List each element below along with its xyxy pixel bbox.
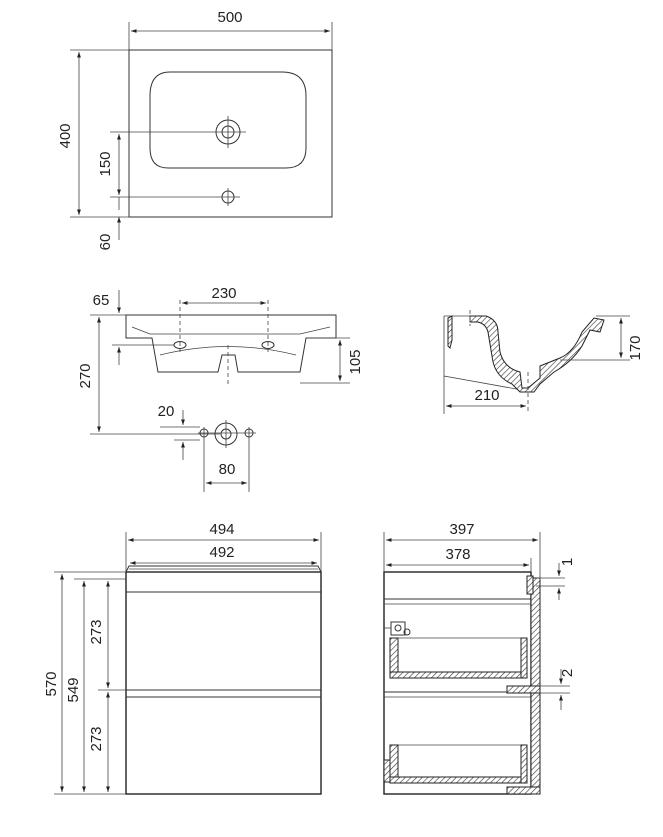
cabinet-body: [125, 571, 322, 795]
dim-front-105: 105: [347, 349, 364, 374]
cabinet-section: 397 378 1 2: [383, 521, 576, 795]
dim-cab-549: 549: [65, 677, 82, 702]
dim-top-150: 150: [97, 151, 114, 176]
dim-cab-273-bottom: 273: [88, 726, 105, 751]
dim-sec-1: 1: [559, 558, 576, 566]
basin-outline-top: [128, 49, 333, 218]
cabinet-front: 494 492 570 549 273 273: [43, 521, 322, 795]
dim-sec-378: 378: [445, 546, 470, 563]
dim-cab-570: 570: [43, 671, 60, 696]
cabinet-section-body: [383, 571, 532, 795]
dim-front-20: 20: [158, 403, 175, 420]
side-section: 170 210: [443, 310, 644, 414]
dim-top-depth: 400: [57, 123, 74, 148]
dim-top-width: 500: [217, 9, 242, 26]
dim-sec-397: 397: [449, 521, 474, 538]
dim-cab-492: 492: [209, 544, 234, 561]
front-view: 230 65 270 105 20 80: [77, 285, 364, 492]
dim-sec-2: 2: [559, 669, 576, 677]
dim-cab-494: 494: [209, 521, 234, 538]
dim-top-60: 60: [97, 234, 114, 251]
dim-cab-273-top: 273: [88, 619, 105, 644]
dim-side-170: 170: [627, 335, 644, 360]
dim-front-65: 65: [93, 292, 110, 309]
dim-side-210: 210: [474, 387, 499, 404]
top-view: 500 400 150 60: [57, 9, 333, 251]
dim-front-230: 230: [211, 285, 236, 302]
dim-front-270: 270: [77, 363, 94, 388]
bowl-outline: [149, 71, 307, 169]
dim-front-80: 80: [219, 461, 236, 478]
basin-front-outline: [125, 314, 337, 373]
